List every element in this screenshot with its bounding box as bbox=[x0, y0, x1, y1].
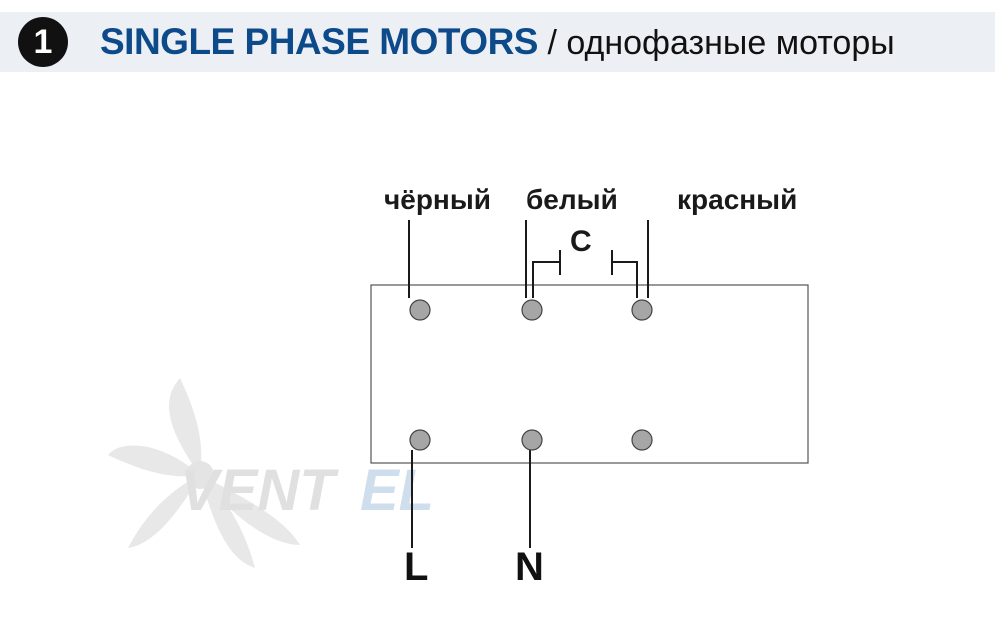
terminal-bottom-2 bbox=[521, 429, 543, 451]
wire-label-red: красный bbox=[677, 184, 798, 215]
ventel-watermark-logo: VENT EL bbox=[108, 378, 434, 568]
watermark-text-vent: VENT bbox=[180, 458, 339, 523]
section-number-badge: 1 bbox=[18, 17, 68, 67]
terminal-block bbox=[370, 284, 809, 464]
terminal-top-2 bbox=[521, 299, 543, 321]
supply-label-line: L bbox=[404, 545, 429, 589]
title-russian: однофазные моторы bbox=[566, 24, 895, 62]
wire-label-black: чёрный bbox=[384, 184, 491, 215]
fan-icon bbox=[108, 378, 300, 568]
header-bar bbox=[0, 12, 995, 72]
page-title: SINGLE PHASE MOTORS / однофазные моторы bbox=[100, 12, 895, 72]
wire-label-white: белый bbox=[526, 184, 618, 215]
terminal-bottom-1 bbox=[409, 429, 431, 451]
supply-label-neutral: N bbox=[515, 545, 544, 589]
title-separator: / bbox=[538, 24, 567, 62]
watermark-text-el: EL bbox=[360, 458, 434, 523]
capacitor-lead-right bbox=[612, 261, 638, 298]
capacitor-label: C bbox=[570, 225, 592, 258]
terminal-bottom-3 bbox=[631, 429, 653, 451]
capacitor-lead-left bbox=[532, 261, 560, 298]
terminal-top-1 bbox=[409, 299, 431, 321]
title-english: SINGLE PHASE MOTORS bbox=[100, 21, 539, 62]
terminal-top-3 bbox=[631, 299, 653, 321]
